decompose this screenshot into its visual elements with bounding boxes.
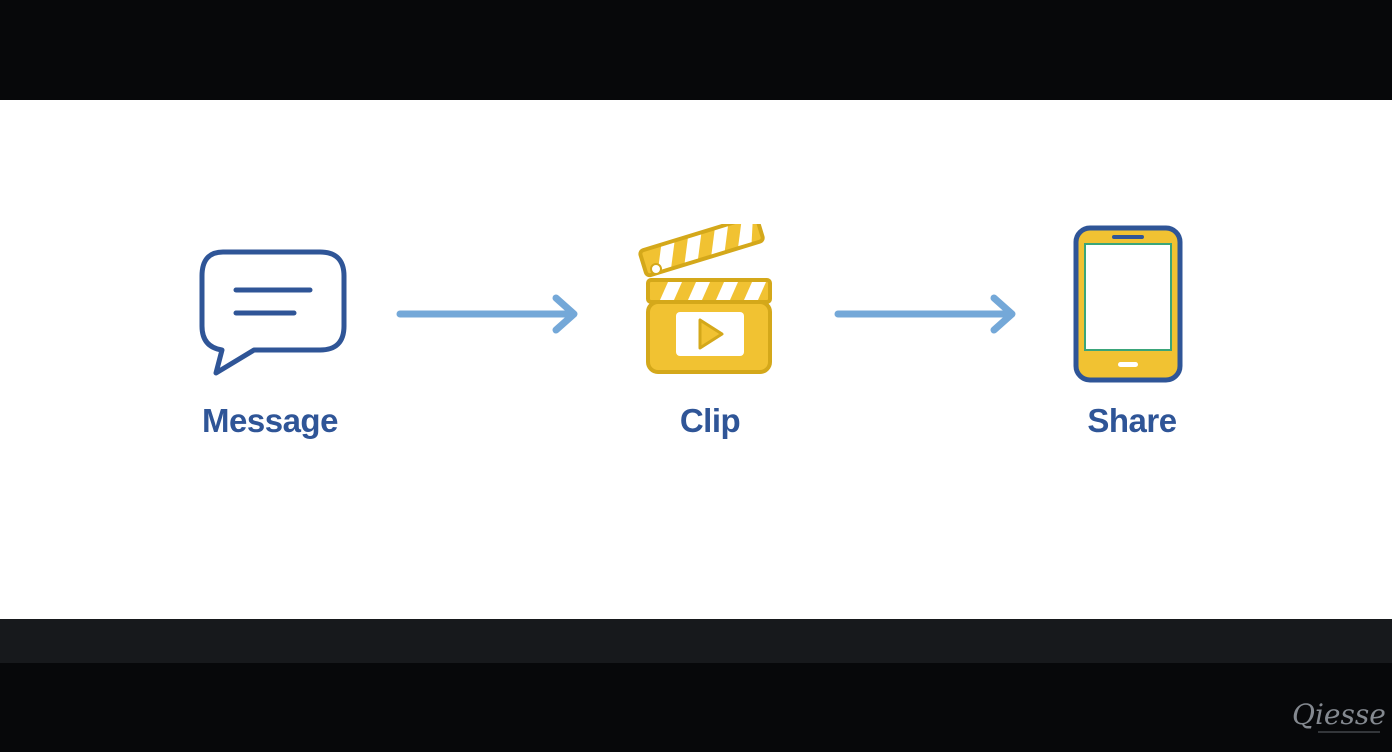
smartphone-icon xyxy=(1073,225,1183,383)
step-label-clip: Clip xyxy=(679,402,741,439)
clapperboard-icon xyxy=(638,224,772,374)
lower-letterbox xyxy=(0,619,1392,663)
top-letterbox xyxy=(0,0,1392,100)
arrow-right-icon xyxy=(834,294,1016,334)
step-label-message: Message xyxy=(202,402,338,439)
flow-diagram-panel: Message xyxy=(0,100,1392,619)
bottom-letterbox xyxy=(0,663,1392,752)
chat-bubble-icon xyxy=(199,249,347,376)
watermark-logo: Qiesse xyxy=(1292,698,1386,733)
svg-text:Qiesse: Qiesse xyxy=(1292,698,1386,731)
step-label-share: Share xyxy=(1087,402,1177,439)
arrow-right-icon xyxy=(396,294,578,334)
